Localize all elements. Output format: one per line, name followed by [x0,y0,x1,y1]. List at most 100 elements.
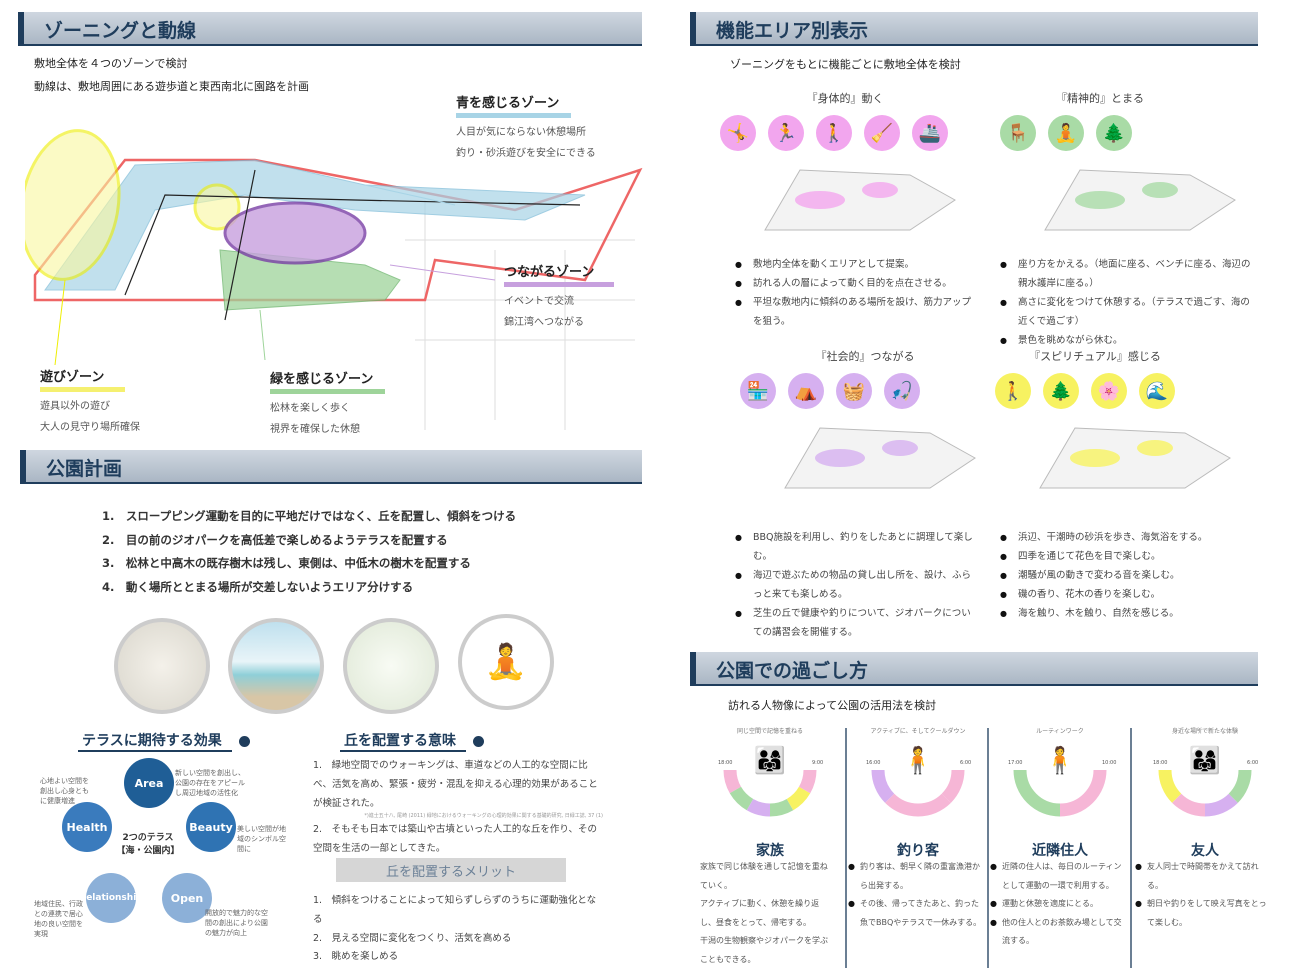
zone-blue: 青を感じるゾーン 人目が気にならない休憩場所 釣り・砂浜遊びを安全にできる [456,92,626,164]
persona-desc-item: ●友人同士で時間帯をかえて訪れる。 [1135,862,1259,890]
persona-desc: ●近隣の住人は、毎日のルーティンとして運動の一環で利用する。●運動と休憩を適度に… [990,858,1125,951]
bullet-item: 浜辺、干潮時の砂浜を歩き、海気浴をする。 [1000,528,1255,547]
end-time: 6:00 [1247,760,1259,766]
persona-desc-item: 家族で同じ体験を通して記憶を重ねていく。 [700,862,828,890]
persona-desc-item: ●朝日や釣りをして映え写真をとって楽しむ。 [1135,899,1267,927]
plan-item: 2. 目の前のジオパークを高低差で楽しめるようテラスを配置する [102,532,448,547]
bullet-item: 景色を眺めながら休む。 [1000,331,1255,350]
hill-reason-2: 2. そもそも日本では築山や古墳といった人工的な丘を作り、その空間を生活の一部と… [313,824,597,854]
zone-desc: 視界を確保した休憩 [270,424,360,435]
zone-desc: 松林を楽しく歩く [270,403,350,414]
area-map [764,169,956,231]
zone-desc: イベントで交流 [504,296,574,307]
end-time: 10:00 [1102,760,1117,766]
zone-desc: 錦江湾へつながる [504,317,584,328]
activity-icon: 🎣 [884,373,920,409]
hill-reason-1: 1. 緑地空間でのウォーキングは、車道などの人工的な空間に比べ、活気を高め、緊張… [313,760,598,809]
start-time: 17:00 [1008,760,1023,766]
time-segment [769,798,794,817]
node-note: 美しい空間が地域のシンボル空間に [237,825,286,853]
activity-icon: 🚶 [995,373,1031,409]
area-map [784,427,976,489]
activity-icon: 🚢 [912,115,948,151]
zone-title: 緑を感じるゾーン [270,372,374,387]
start-time: 18:00 [1153,760,1168,766]
person-icon: 🧍 [901,746,935,776]
activity-icon: 🌸 [1091,373,1127,409]
time-segment [1228,769,1252,803]
merit-1: 1. 傾斜をつけることによって知らずしらずのうちに運動強化となる [313,895,597,925]
area-panel-title: 『身体的』動く [806,92,884,105]
node-beauty: Beauty [186,802,236,852]
zone-color-bar [40,387,125,392]
divider [1130,728,1132,968]
activity-icon: 🌲 [1096,115,1132,151]
zone-desc: 大人の見守り場所確保 [40,422,140,433]
hill-citation: *)進士五十八, 尾崎 (2011) 緑地におけるウォーキングの心理的効果に関す… [364,813,603,819]
persona-caption: アクティブに、そしてクールダウン [870,728,966,735]
time-segment [871,769,895,803]
stay-lead: 訪れる人物像によって公園の活用法を検討 [728,699,937,712]
timeline-arc [871,769,965,817]
divider [987,728,989,968]
bullet-item: 潮騒が風の動きで変わる音を楽しむ。 [1000,566,1255,585]
zone-desc: 遊具以外の遊び [40,401,110,412]
activity-icon: 🌲 [1043,373,1079,409]
time-segment [798,769,817,794]
time-segment [1204,793,1238,817]
purple-zone [223,201,367,265]
persona-desc: 家族で同じ体験を通して記憶を重ねていく。アクティブに動く、休憩を繰り返し、昼食を… [700,858,835,969]
node-open: Open [162,873,212,923]
time-segment [1158,769,1182,803]
time-segment [917,793,951,817]
time-segment [1013,769,1061,817]
zone-desc: 釣り・砂浜遊びを安全にできる [456,148,596,159]
bullet-item: 座り方をかえる。（地面に座る、ベンチに座る、海辺の親水護岸に座る。） [1000,255,1255,293]
persona-desc-item: ●運動と休憩を適度にとる。 [990,899,1098,908]
activity-icon: 🤸 [720,115,756,151]
node-note: 開放的で魅力的な空間の創出により公園の魅力が向上 [205,909,268,937]
site-map [25,100,645,440]
persona-caption: 同じ空間で記憶を重ねる [736,728,803,735]
bullet-item: 磯の香り、花木の香りを楽しむ。 [1000,585,1255,604]
time-segment [941,769,965,803]
time-segment [746,798,771,817]
plan-item: 3. 松林と中高木の既存樹木は残し、東側は、中低木の樹木を配置する [102,556,471,570]
area-map [1044,169,1236,231]
area-bullets: 浜辺、干潮時の砂浜を歩き、海気浴をする。四季を通じて花色を目で楽しむ。潮騒が風の… [1000,528,1255,623]
zone-green: 緑を感じるゾーン 松林を楽しく歩く 視界を確保した休憩 [270,368,400,440]
zoning-header: ゾーニングと動線 [18,12,642,46]
zone-desc: 人目が気にならない休憩場所 [456,127,586,138]
end-time: 6:00 [960,760,972,766]
person-icon: 👨‍👩‍👧 [1188,746,1222,776]
timeline-arc [723,769,817,817]
stay-header: 公園での過ごし方 [690,652,1258,686]
plan-item: 4. 動く場所ととまる場所が交差しないようエリア分けする [102,579,414,594]
zone-title: 遊びゾーン [40,370,105,385]
activity-icon: ⛺ [788,373,824,409]
time-segment [723,769,742,794]
plan-list: 1. スロープピング運動を目的に平地だけではなく、丘を配置し、傾斜をつける 2.… [102,505,516,599]
node-note: 新しい空間を創出し、公園の存在をアピールし周辺地域の活性化 [175,769,245,797]
zone-color-bar [270,389,385,394]
time-segment [729,786,754,811]
merit-3: 3. 眺めを楽しめる [313,951,399,962]
merit-2: 2. 見える空間に変化をつくり、活気を高める [313,933,512,944]
divider [845,728,847,968]
person-icon: 👨‍👩‍👧 [753,746,787,776]
area-bullets: BBQ施設を利用し、釣りをしたあとに調理して楽しむ。海辺で遊ぶための物品の貸し出… [735,528,975,642]
bullet-item: BBQ施設を利用し、釣りをしたあとに調理して楽しむ。 [735,528,975,566]
node-note: 心地よい空間を創出し心身ともに健康増進 [40,777,89,805]
zone-yellow: 遊びゾーン 遊具以外の遊び 大人の見守り場所確保 [40,366,170,438]
time-segment [1059,769,1107,817]
persona-caption: ルーティンワーク [1036,728,1084,735]
node-relationship: Relationship [79,873,143,923]
image-beach [228,618,324,714]
area-panel-title: 『スピリチュアル』感じる [1029,350,1161,363]
zone-color-bar [456,113,571,118]
timeline-arc [1013,769,1107,817]
persona-desc: ●釣り客は、朝早く隣の重富漁港から出発する。●その後、帰ってきたあと、釣った魚で… [848,858,983,932]
timeline-arc [1158,769,1252,817]
plan-header: 公園計画 [20,450,642,484]
activity-icon: 🏪 [740,373,776,409]
